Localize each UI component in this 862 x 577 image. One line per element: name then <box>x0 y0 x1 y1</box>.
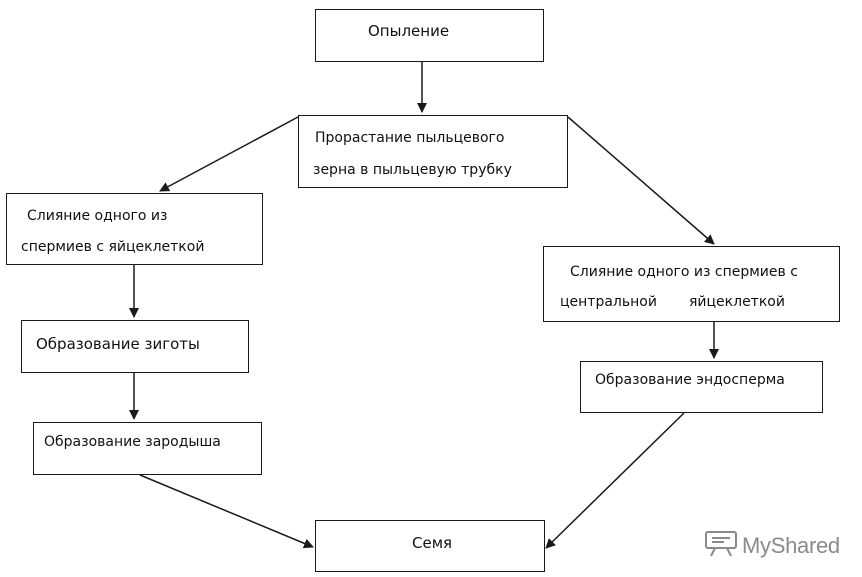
arrow-germination-to-fusion-central <box>567 116 715 245</box>
presentation-board-icon <box>704 528 738 563</box>
node-fusion-with-central-cell-line2a: центральной <box>560 294 657 310</box>
watermark-brand-text: MyShared <box>742 532 840 558</box>
node-pollination: Опыление <box>315 9 544 62</box>
node-embryo-formation: Образование зародыша <box>33 422 262 475</box>
node-zygote-formation-label: Образование зиготы <box>36 335 200 353</box>
node-endosperm-formation: Образование эндосперма <box>580 361 823 413</box>
arrow-endosperm-to-seed <box>545 412 685 549</box>
node-zygote-formation: Образование зиготы <box>21 320 249 373</box>
node-pollen-germination: Прорастание пыльцевого зерна в пыльцевую… <box>298 115 568 188</box>
node-fusion-with-egg-line2: спермиев с яйцеклеткой <box>21 239 205 255</box>
node-pollen-germination-line2: зерна в пыльцевую трубку <box>313 162 512 178</box>
node-endosperm-formation-label: Образование эндосперма <box>595 372 785 388</box>
node-fusion-with-central-cell-line2b: яйцеклеткой <box>689 294 785 310</box>
arrow-germination-to-fusion-egg <box>159 116 299 192</box>
node-seed-label: Семя <box>412 534 453 552</box>
node-pollen-germination-line1: Прорастание пыльцевого <box>315 130 505 146</box>
node-pollination-label: Опыление <box>368 22 450 40</box>
node-fusion-with-central-cell: Слияние одного из спермиев с центральной… <box>543 246 840 322</box>
node-fusion-with-egg-line1: Слияние одного из <box>27 208 168 224</box>
node-seed: Семя <box>315 520 545 572</box>
watermark-myshared: MyShared <box>704 528 840 563</box>
node-fusion-with-central-cell-line1: Слияние одного из спермиев с <box>570 264 798 280</box>
node-embryo-formation-label: Образование зародыша <box>44 434 221 450</box>
node-fusion-with-egg: Слияние одного из спермиев с яйцеклеткой <box>6 193 263 265</box>
arrow-embryo-to-seed <box>139 474 314 549</box>
